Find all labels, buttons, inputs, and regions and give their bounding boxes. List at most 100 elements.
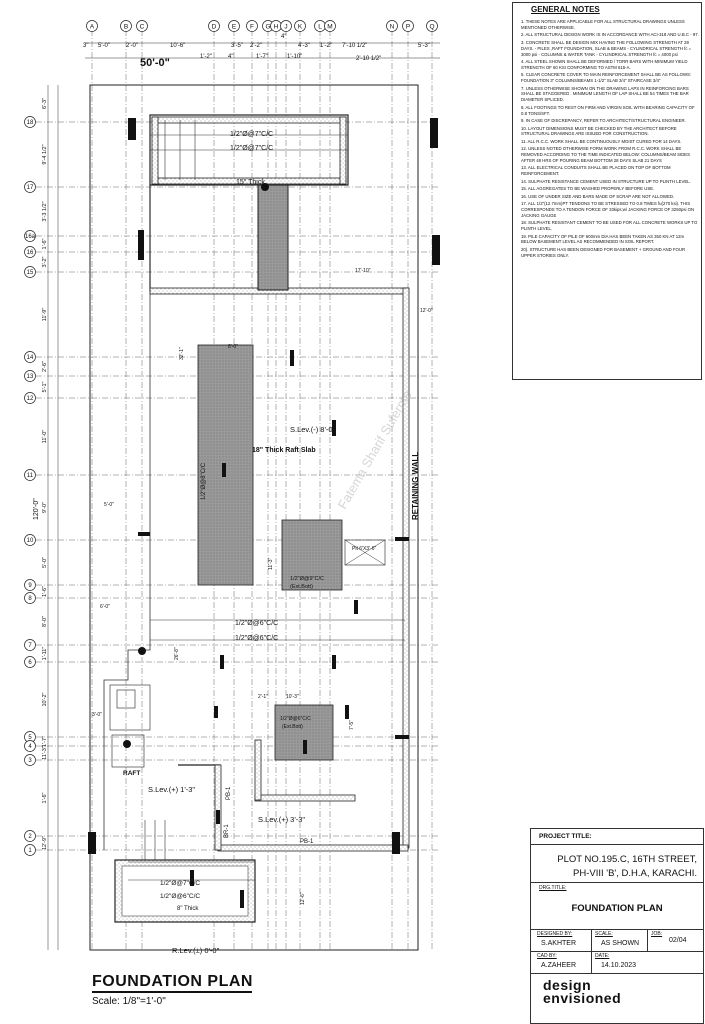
top-dim-1: 3" [83, 43, 88, 49]
logo-line-1: design [543, 977, 592, 993]
row-grid-label: 3 [28, 758, 32, 764]
column-grid-bubble [228, 20, 240, 32]
general-note-item: 12. UNLESS NOTED OTHERWISE FORM WORK FRO… [521, 146, 691, 164]
left-dimension-label: 1'-7" [42, 736, 48, 747]
bar-label-top-2: 1/2"Ø@7"C/C [230, 145, 273, 152]
general-note-item: 15. ALL AGGREGATES TO BE WASHED PROPERLY… [521, 186, 655, 192]
column-grid-bubble [280, 20, 292, 32]
column-grid-bubble [386, 20, 398, 32]
left-dimension-label: 11'-9" [42, 308, 48, 322]
column-grid-bubble [402, 20, 414, 32]
column-grid-bubble [246, 20, 258, 32]
general-note-item: 14. SULPHATE RESISTANCE CEMENT USED IN S… [521, 178, 691, 184]
dim-11-3: 11'-3" [268, 557, 274, 570]
piles [123, 183, 269, 748]
general-notes-title: GENERAL NOTES [531, 5, 600, 14]
firm-logo: design envisioned [543, 977, 621, 1005]
plot-boundary [89, 84, 419, 951]
column-grid-label: G [265, 24, 270, 31]
column-grid-bubble [86, 20, 98, 32]
left-dimension-label: 10'-2" [42, 692, 48, 706]
top-dim-10: 4" [281, 34, 286, 40]
bar-label-mid-1: 1/2"Ø@6"C/C [235, 620, 278, 627]
vertical-grid-lines [91, 30, 433, 950]
dim-7-5: 7'-5" [349, 720, 355, 730]
general-note-item: 11. ALL R.C.C. WORK SHALL BE CONTINUOUSL… [521, 138, 682, 144]
left-dimension-label: 3'-2" [42, 256, 48, 267]
left-dimension-label: 1'-6" [42, 586, 48, 597]
top-dim-3: 2'-0" [126, 43, 138, 49]
row-grid-label: 8 [28, 596, 32, 602]
row-grid-bubble [24, 656, 36, 668]
row-grid-label: 1 [28, 848, 32, 854]
row-grid-label: 17 [27, 185, 34, 191]
scale-label: SCALE: [595, 931, 613, 937]
row-grid-bubble [24, 116, 36, 128]
row-grid-bubble [24, 639, 36, 651]
top-dim-14: 7'-10 1/2" [342, 43, 367, 49]
footing-lower-ext: (Ext.Bott) [282, 724, 303, 730]
raft-label: RAFT [123, 770, 140, 777]
general-notes-list: 1. THESE NOTES ARE APPLICABLE FOR ALL ST… [521, 19, 699, 260]
row-grid-label: 13 [27, 374, 34, 380]
top-dim-2: 5'-0" [98, 43, 110, 49]
row-grid-label: 16 [27, 250, 34, 256]
column-grid-label: D [212, 24, 217, 31]
lift-pit-footing [257, 184, 289, 291]
footing-center [281, 519, 343, 591]
reinforcement-lines [128, 120, 405, 881]
scale-value: AS SHOWN [601, 940, 640, 947]
dim-2-1: 2'-1" [258, 694, 268, 700]
drawing-footer-title: FOUNDATION PLAN [92, 973, 253, 990]
slab-level-minus: S.Lev.(-) 8'-0" [290, 425, 336, 434]
drg-title-label: DRG.TITLE: [539, 885, 567, 891]
column-grid-label: H [274, 24, 279, 31]
column-grid-label: J [284, 24, 287, 31]
footing-lower-bar: 1/2"Ø@6"C/C [280, 716, 311, 722]
bar-label-bot-1: 1/2"Ø@7"C/C [160, 880, 200, 887]
row-grid-label: 7 [28, 643, 32, 649]
left-dimension-label: 1'-6" [42, 238, 48, 249]
left-dimension-label: 5'-1" [42, 381, 48, 392]
left-dimension-label: 1'-11" [42, 647, 48, 661]
dim-32-1: 32'-1" [179, 347, 185, 360]
top-dim-4: 10'-6" [170, 43, 185, 49]
bar-label-mid-2: 1/2"Ø@6"C/C [235, 635, 278, 642]
general-note-item: 20). STRUCTURE HAS BEEN DESIGNED FOR BAS… [521, 246, 686, 258]
row-grid-label: 14 [27, 355, 34, 361]
row-grid-label: 9 [28, 583, 32, 589]
top-dim-9: 1'-7" [256, 54, 268, 60]
general-note-item: 19. PILE CAPACITY OF PILE OF 600mm DIA H… [521, 233, 685, 245]
designed-by-value: S.AKHTER [541, 940, 577, 947]
bar-label-bot-2: 1/2"Ø@6"C/C [160, 893, 200, 900]
column-grid-label: L [318, 24, 322, 31]
left-dimension-label: 9'-0" [42, 502, 48, 513]
job-label: JOB: [651, 931, 663, 937]
row-grid-label: 4 [28, 744, 32, 750]
job-value: 02/04 [669, 937, 687, 944]
column-grid-label: A [90, 24, 95, 31]
top-dim-16: 5'-3" [418, 43, 430, 49]
column-grid-bubble [294, 20, 306, 32]
general-note-item: 7. UNLESS OTHERWISE SHOWN ON THE DRAWING… [521, 85, 689, 103]
date-value: 14.10.2023 [601, 962, 637, 969]
general-note-item: 10. LAYOUT DIMENSIONS MUST BE CHECKED BY… [521, 125, 677, 137]
left-dimension-string: 6'-3"9'-4 1/2"3'-3 1/2"1'-6"3'-2"11'-9"2… [42, 85, 59, 950]
row-grid-bubble [24, 592, 36, 604]
overall-depth-dim: 120'-0" [33, 498, 40, 520]
retaining-wall-label: RETAINING WALL [411, 452, 420, 520]
pit-label: Pit 6'X3'-6" [352, 546, 376, 552]
tank-thickness-label: 15" Thick [236, 179, 265, 186]
dim-26-8: 26'-8" [174, 647, 180, 660]
left-dimension-label: 1'-6" [42, 792, 48, 803]
left-dimension-label: 2'-6" [42, 361, 48, 372]
left-dimension-label: 3'-3 1/2" [42, 201, 48, 221]
top-dim-13: 1'-2" [320, 43, 332, 49]
dim-12-0: 12'-0" [420, 308, 433, 314]
row-grid-bubble [24, 230, 36, 242]
column-grid-bubble [120, 20, 132, 32]
general-note-item: 9. IN CASE OF DISCREPANCY, REFER TO ARCH… [521, 118, 686, 124]
pb1-label-a: PB-1 [300, 839, 314, 845]
general-note-item: 5. CLEAR CONCRETE COVER TO MAIN REINFORC… [521, 72, 692, 84]
